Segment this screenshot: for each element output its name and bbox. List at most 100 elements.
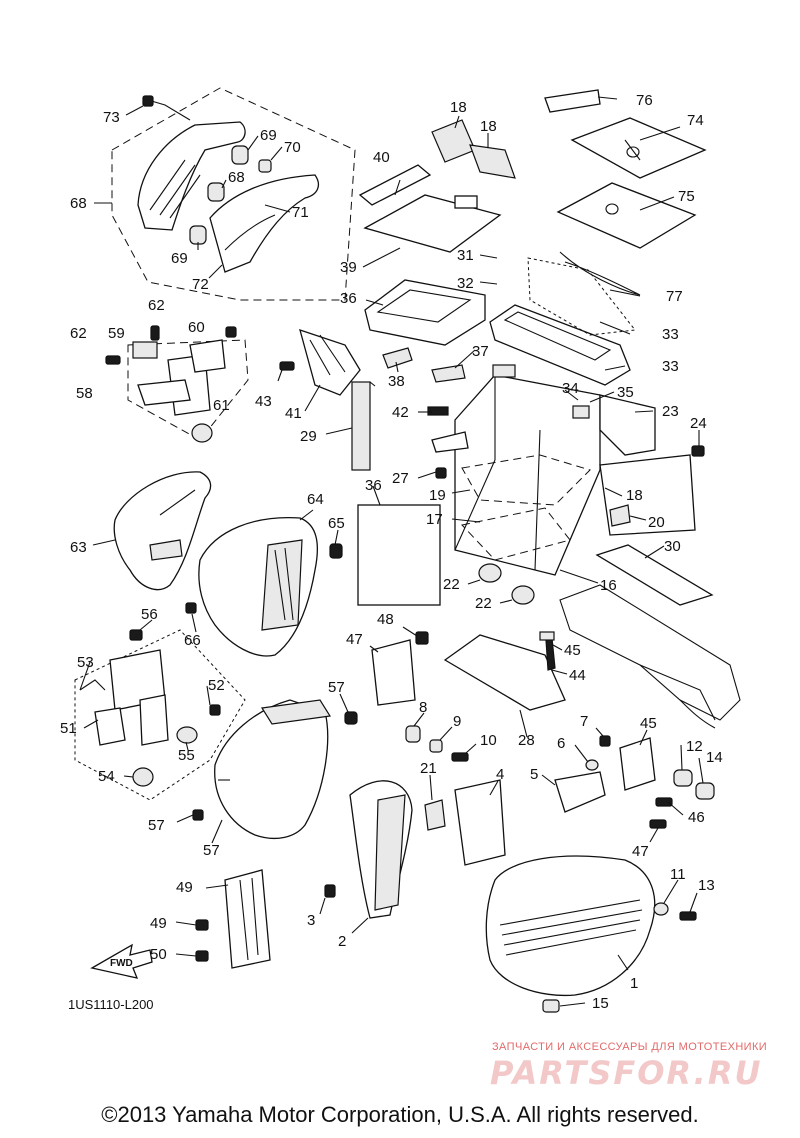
callout-38: 40: [373, 149, 390, 166]
callout-62: 62: [148, 297, 165, 314]
callout-27: 29: [300, 428, 317, 445]
callout-36: 38: [388, 373, 405, 390]
callout-35: 36: [340, 290, 357, 307]
callout-68: 68: [228, 169, 245, 186]
callout-10: 10: [480, 732, 497, 749]
side-cover-group-63-64: [113, 471, 343, 657]
callout-67: 68: [70, 195, 87, 212]
copyright-notice: ©2013 Yamaha Motor Corporation, U.S.A. A…: [101, 1102, 699, 1127]
callout-49: 50: [150, 946, 167, 963]
cover-56: [192, 699, 358, 839]
right-accessory-group: [489, 89, 714, 606]
callout-12: 12: [686, 738, 703, 755]
callout-40: 42: [392, 404, 409, 421]
fwd-arrow: FWD: [90, 943, 153, 979]
callout-22: 22: [443, 576, 460, 593]
callout-46: 47: [346, 631, 363, 648]
callout-labels: 73 68 69 70 68 71 69 72 40 18 18 39 31 3…: [60, 92, 723, 1012]
callout-52: 53: [77, 654, 94, 671]
callout-29: 32: [457, 275, 474, 292]
callout-56: 57: [203, 842, 220, 859]
callout-9: 9: [453, 713, 461, 730]
callout-70: 70: [284, 139, 301, 156]
callout-23: 23: [662, 403, 679, 420]
callout-57: 57: [328, 679, 345, 696]
lower-bracket-group-50: [74, 629, 246, 801]
callout-47: 48: [377, 611, 394, 628]
leader-lines: [79, 96, 704, 1007]
callout-45: 46: [688, 809, 705, 826]
callout-73: 73: [103, 109, 120, 126]
callout-31: 33: [662, 358, 679, 375]
callout-32: 33: [662, 326, 679, 343]
callout-36: 37: [472, 343, 489, 360]
callout-64: 64: [307, 491, 324, 508]
callout-50: 51: [60, 720, 77, 737]
callout-18: 18: [450, 99, 467, 116]
watermark-brand: PARTSFOR.RU: [490, 1054, 763, 1092]
callout-33: 34: [562, 380, 579, 397]
callout-54: 55: [178, 747, 195, 764]
callout-42: 44: [569, 667, 586, 684]
callout-18: 18: [626, 487, 643, 504]
fwd-arrow-label: FWD: [110, 958, 133, 969]
callout-66: 66: [184, 632, 201, 649]
callout-44: 45: [640, 715, 657, 732]
callout-43: 45: [564, 642, 581, 659]
callout-22: 22: [475, 595, 492, 612]
callout-49: 49: [150, 915, 167, 932]
callout-6: 6: [557, 735, 565, 752]
callout-3: 3: [307, 912, 315, 929]
bracket-group-58: [105, 325, 249, 443]
callout-57: 57: [148, 817, 165, 834]
bracket-group-39: [279, 328, 441, 606]
bottom-cover-group: [324, 779, 697, 1013]
watermark-tagline: ЗАПЧАСТИ И АКСЕССУАРЫ ДЛЯ МОТОТЕХНИКИ: [492, 1041, 768, 1053]
callout-19: 19: [429, 487, 446, 504]
callout-11: 11: [670, 866, 686, 883]
callout-15: 15: [592, 995, 609, 1012]
callout-1: 1: [630, 975, 638, 992]
callout-13: 13: [698, 877, 715, 894]
callout-61: 61: [213, 397, 230, 414]
callout-77: 77: [666, 288, 683, 305]
callout-74: 74: [687, 112, 704, 129]
callout-5: 5: [530, 766, 538, 783]
callout-24: 24: [690, 415, 707, 432]
callout-4: 4: [496, 766, 504, 783]
callout-20: 20: [648, 514, 665, 531]
callout-41: 43: [255, 393, 272, 410]
callout-2: 2: [338, 933, 346, 950]
callout-65: 65: [328, 515, 345, 532]
callout-16: 16: [600, 577, 617, 594]
callout-53: 54: [98, 768, 115, 785]
trim-assembly-group-67: [111, 87, 356, 301]
callout-51: 52: [208, 677, 225, 694]
callout-48: 49: [176, 879, 193, 896]
callout-14: 14: [706, 749, 723, 766]
callout-7: 7: [580, 713, 588, 730]
callout-45: 47: [632, 843, 649, 860]
battery-box-16: [427, 364, 656, 605]
callout-17: 17: [426, 511, 443, 528]
battery-tray-group: [358, 119, 516, 383]
frame-outline: [559, 584, 741, 729]
callout-26: 28: [518, 732, 535, 749]
callout-58: 58: [76, 385, 93, 402]
callout-25: 27: [392, 470, 409, 487]
callout-76: 76: [636, 92, 653, 109]
callout-62: 62: [70, 325, 87, 342]
callout-8: 8: [419, 699, 427, 716]
callout-34: 36: [365, 477, 382, 494]
callout-55: 56: [141, 606, 158, 623]
callout-33: 35: [617, 384, 634, 401]
callout-63: 63: [70, 539, 87, 556]
callout-72: 72: [192, 276, 209, 293]
callout-68: 69: [171, 250, 188, 267]
callout-60: 60: [188, 319, 205, 336]
callout-71: 71: [292, 204, 309, 221]
callout-28: 31: [457, 247, 474, 264]
diagram-code: 1US1110-L200: [68, 997, 154, 1012]
callout-30: 30: [664, 538, 681, 555]
callout-59: 59: [108, 325, 125, 342]
